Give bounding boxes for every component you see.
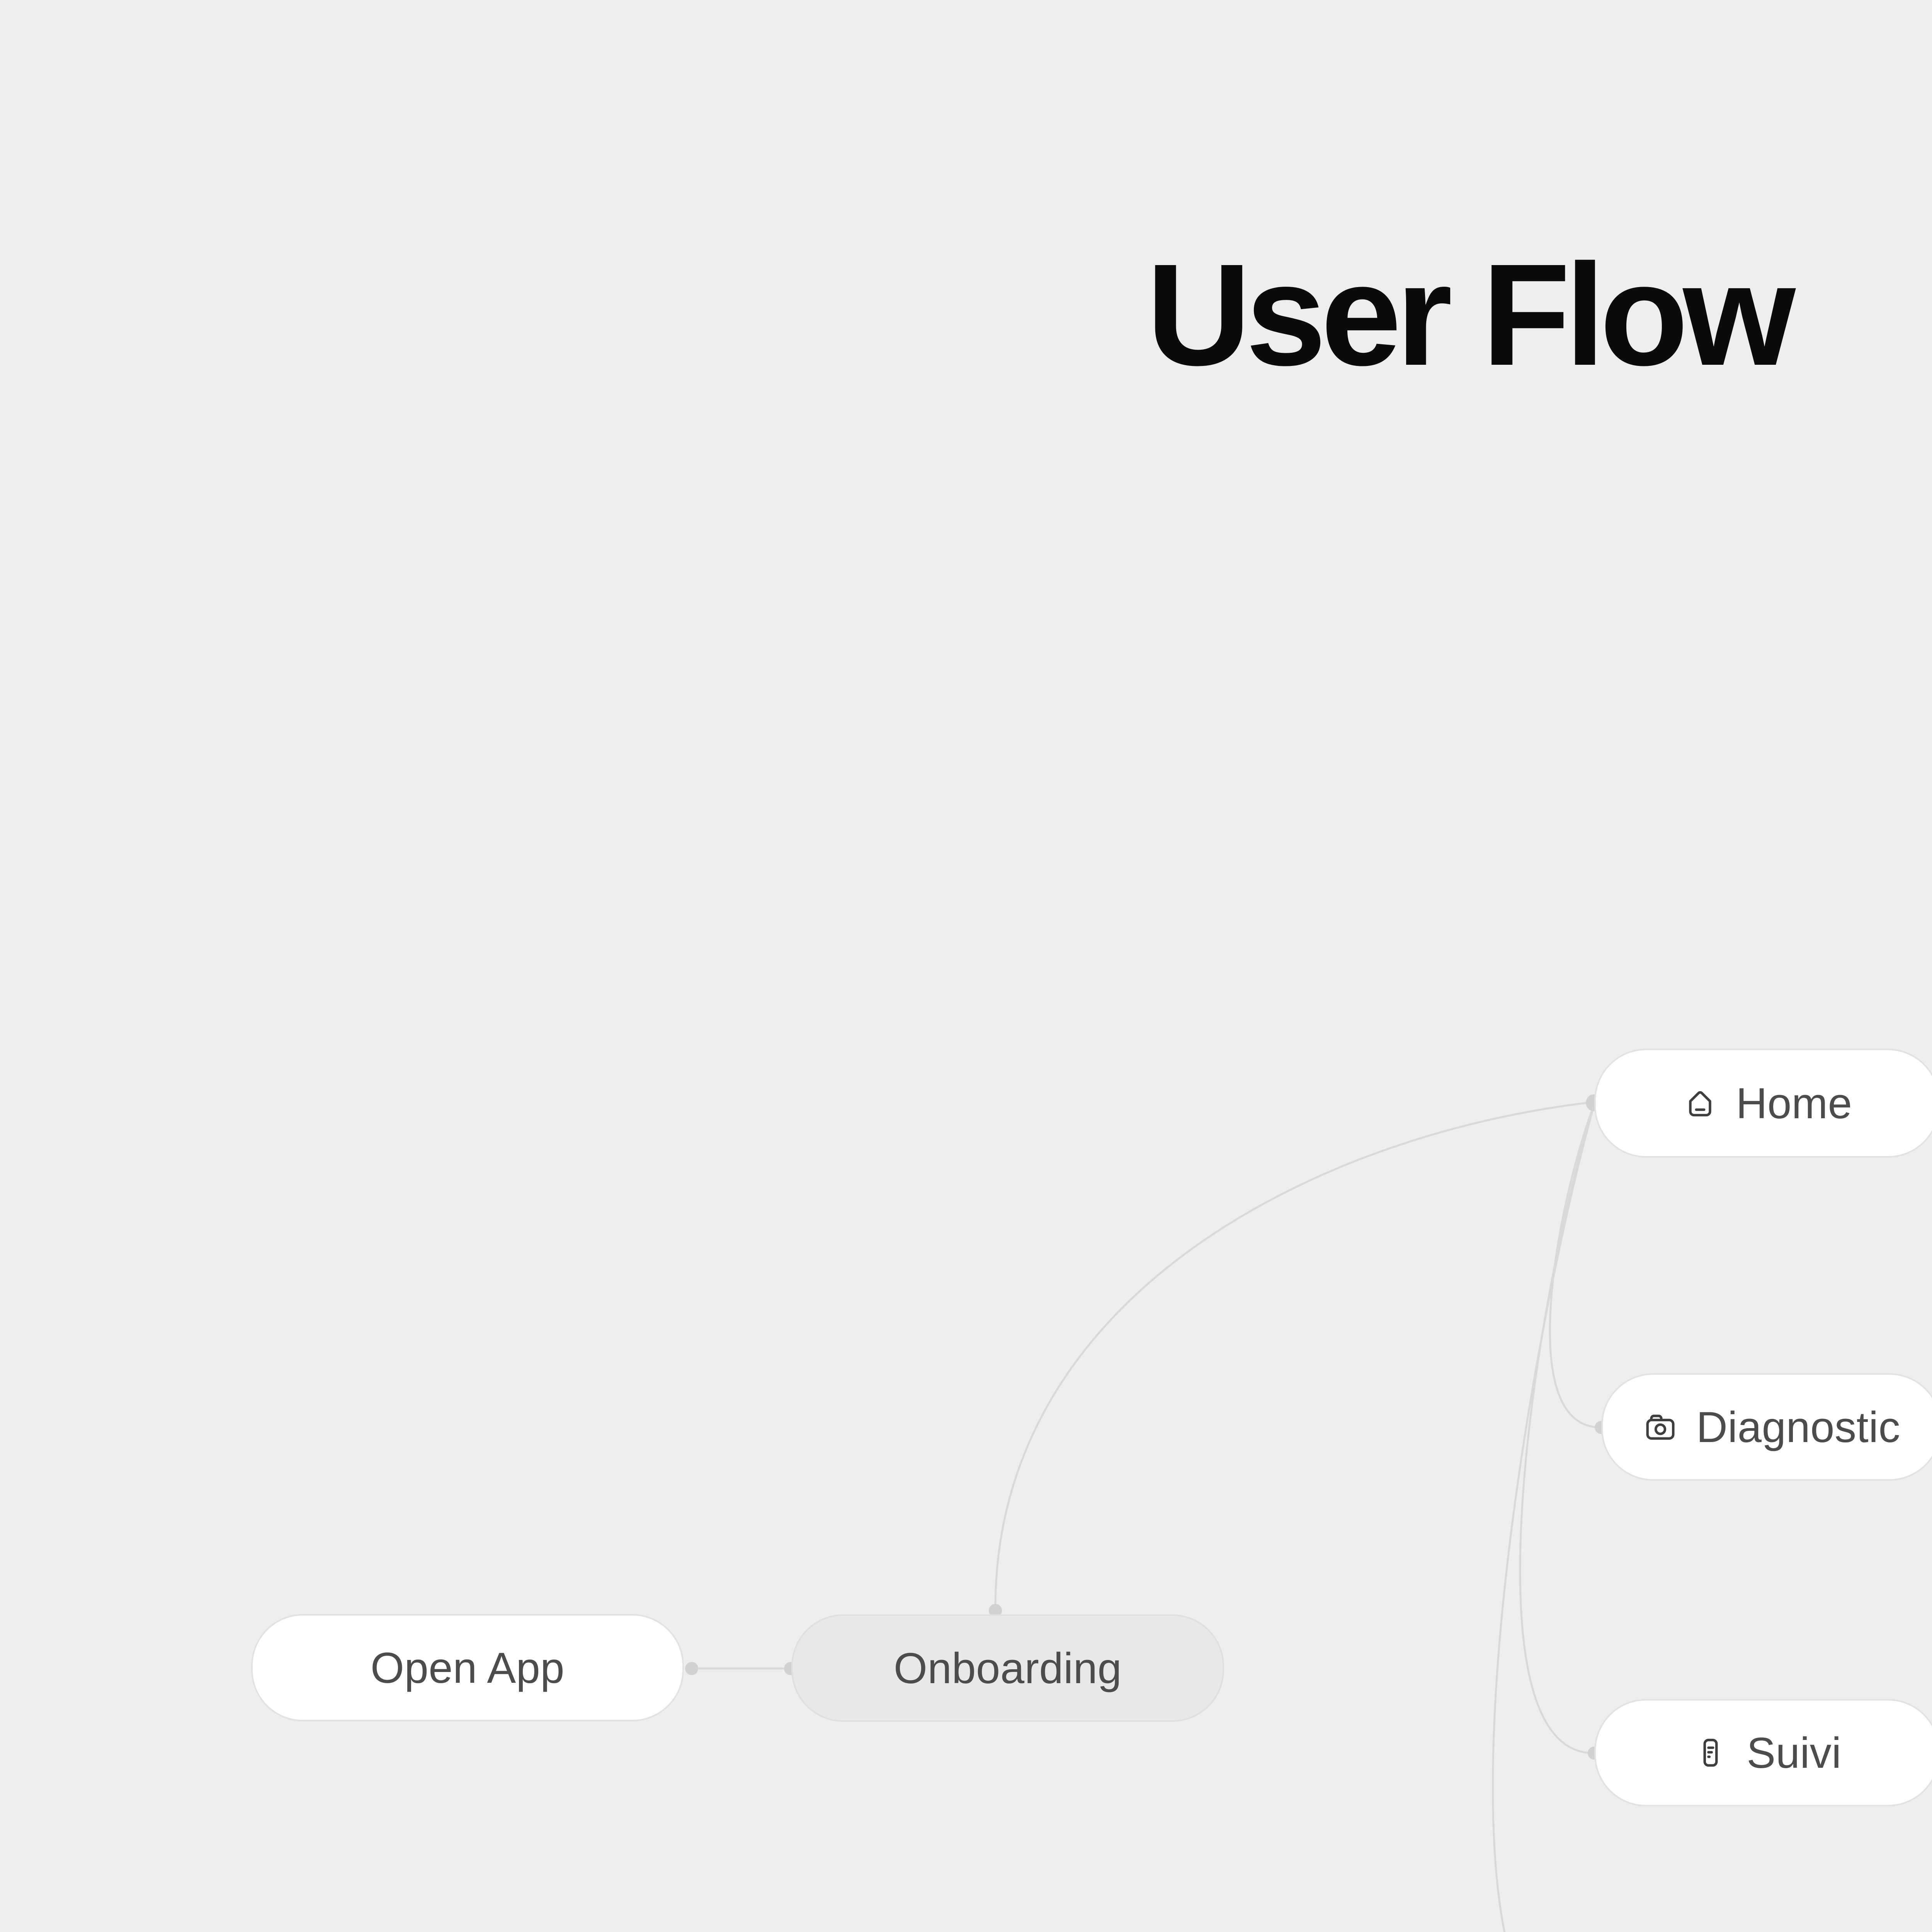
- node-suivi[interactable]: Suivi: [1594, 1699, 1932, 1806]
- node-label: Suivi: [1747, 1728, 1842, 1777]
- connector-home_suivi: [1519, 1104, 1595, 1754]
- node-label: Diagnostic: [1696, 1403, 1900, 1451]
- page-title: User Flow: [1146, 234, 1796, 396]
- node-diagnostic[interactable]: Diagnostic: [1601, 1373, 1932, 1481]
- connection-dot[interactable]: [685, 1662, 698, 1675]
- home-icon: [1682, 1085, 1718, 1121]
- list-icon: [1692, 1735, 1729, 1771]
- connector-home_diagnostic: [1549, 1104, 1601, 1429]
- connector-home_onboarding: [994, 1101, 1595, 1609]
- camera-icon: [1642, 1409, 1679, 1445]
- node-label: Onboarding: [893, 1644, 1122, 1692]
- node-onboarding[interactable]: Onboarding: [791, 1614, 1224, 1722]
- connection-dot[interactable]: [989, 1604, 1002, 1617]
- connector-home_conseil: [1492, 1104, 1595, 1932]
- node-open-app[interactable]: Open App: [251, 1614, 684, 1721]
- node-home[interactable]: Home: [1594, 1049, 1932, 1158]
- node-label: Home: [1736, 1079, 1852, 1128]
- node-label: Open App: [370, 1643, 565, 1692]
- connector-lines: [692, 1101, 1601, 1932]
